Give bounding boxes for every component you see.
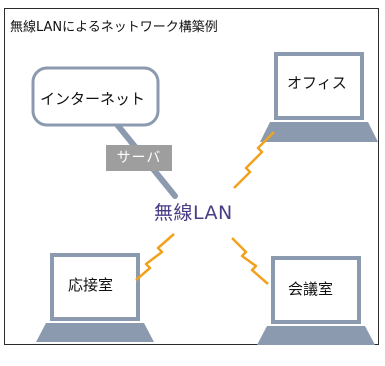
server-label: サーバ [106,145,172,171]
office-laptop [260,52,378,142]
meeting-room-label: 会議室 [288,280,334,298]
internet-bubble [31,66,160,127]
office-laptop-screen [274,52,364,120]
reception-laptop [36,253,154,342]
wireless-link-meeting [231,237,269,285]
office-laptop-base [260,122,378,142]
wireless-link-office [233,131,275,189]
wireless-lan-label: 無線LAN [154,202,233,224]
meeting-laptop [257,256,375,345]
reception-label: 応接室 [68,276,114,294]
reception-laptop-base [36,323,154,342]
internet-label: インターネット [40,90,146,108]
wireless-link-reception [135,233,175,281]
office-label: オフィス [287,74,347,92]
reception-laptop-screen [50,253,140,321]
meeting-laptop-screen [271,256,361,324]
meeting-laptop-base [257,326,375,345]
diagram-title: 無線LANによるネットワーク構築例 [10,20,218,35]
